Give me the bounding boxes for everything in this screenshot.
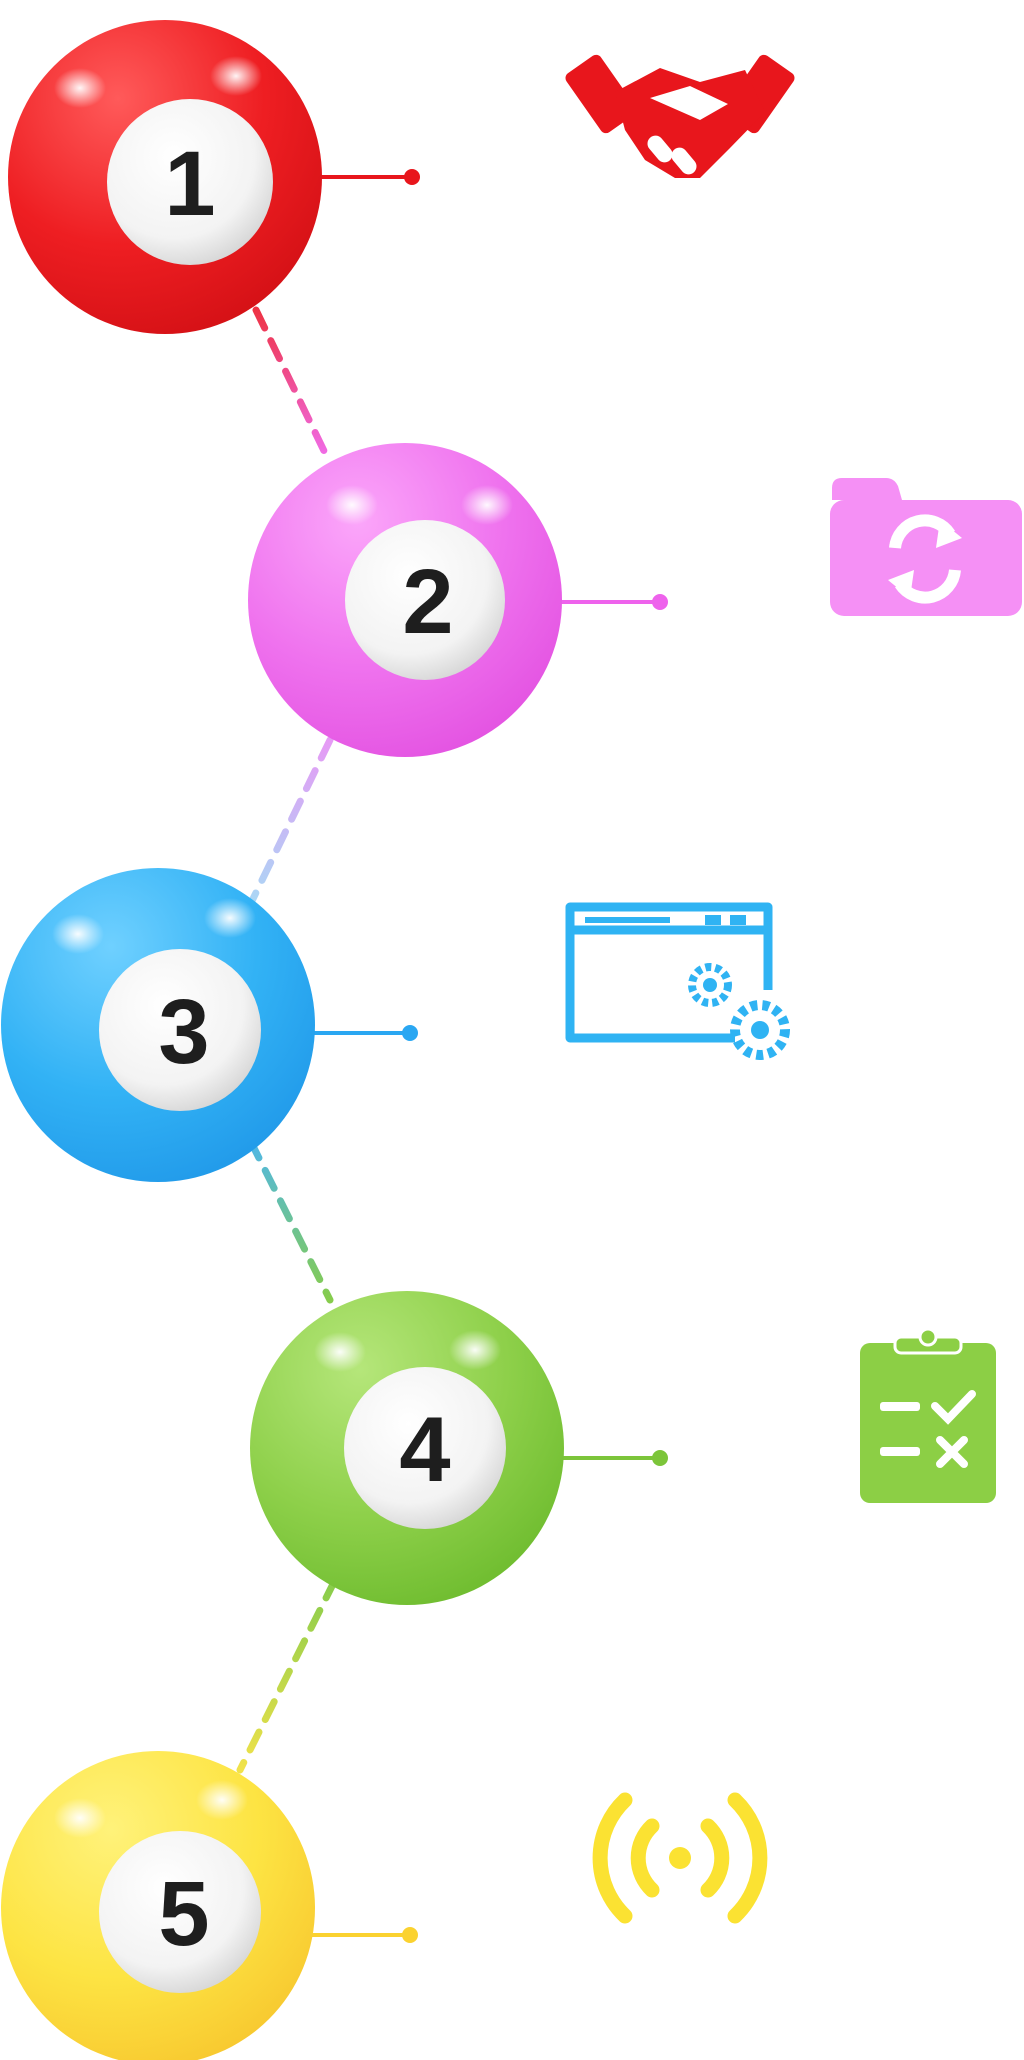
leader-dot-2 [652, 594, 668, 610]
connector-3-4 [246, 1136, 334, 1304]
step-number-1: 1 [164, 133, 215, 235]
ball-3: 3 [1, 868, 315, 1182]
connector-2-3 [246, 736, 334, 909]
leader-dot-1 [404, 169, 420, 185]
handshake-icon [565, 54, 795, 178]
ball-2: 2 [248, 443, 562, 757]
clipboard-checklist-icon [860, 1327, 996, 1503]
step-5: 5 [1, 1751, 768, 2060]
step-number-3: 3 [158, 981, 209, 1083]
ball-4: 4 [250, 1291, 564, 1605]
leader-dot-5 [402, 1927, 418, 1943]
step-3: 3 [1, 868, 790, 1182]
step-4: 4 [250, 1291, 996, 1605]
broadcast-signal-icon [592, 1792, 768, 1924]
step-2: 2 [248, 443, 1022, 757]
leader-dot-3 [402, 1025, 418, 1041]
step-1: 1 [8, 20, 795, 334]
ball-5: 5 [1, 1751, 315, 2060]
folder-sync-icon [830, 478, 1022, 616]
connector-1-2 [252, 306, 330, 459]
browser-settings-icon [565, 902, 790, 1060]
leader-dot-4 [652, 1450, 668, 1466]
ball-1: 1 [8, 20, 322, 334]
step-number-4: 4 [399, 1399, 450, 1501]
step-number-2: 2 [402, 551, 453, 653]
step-number-5: 5 [158, 1863, 209, 1965]
connector-4-5 [236, 1576, 339, 1774]
